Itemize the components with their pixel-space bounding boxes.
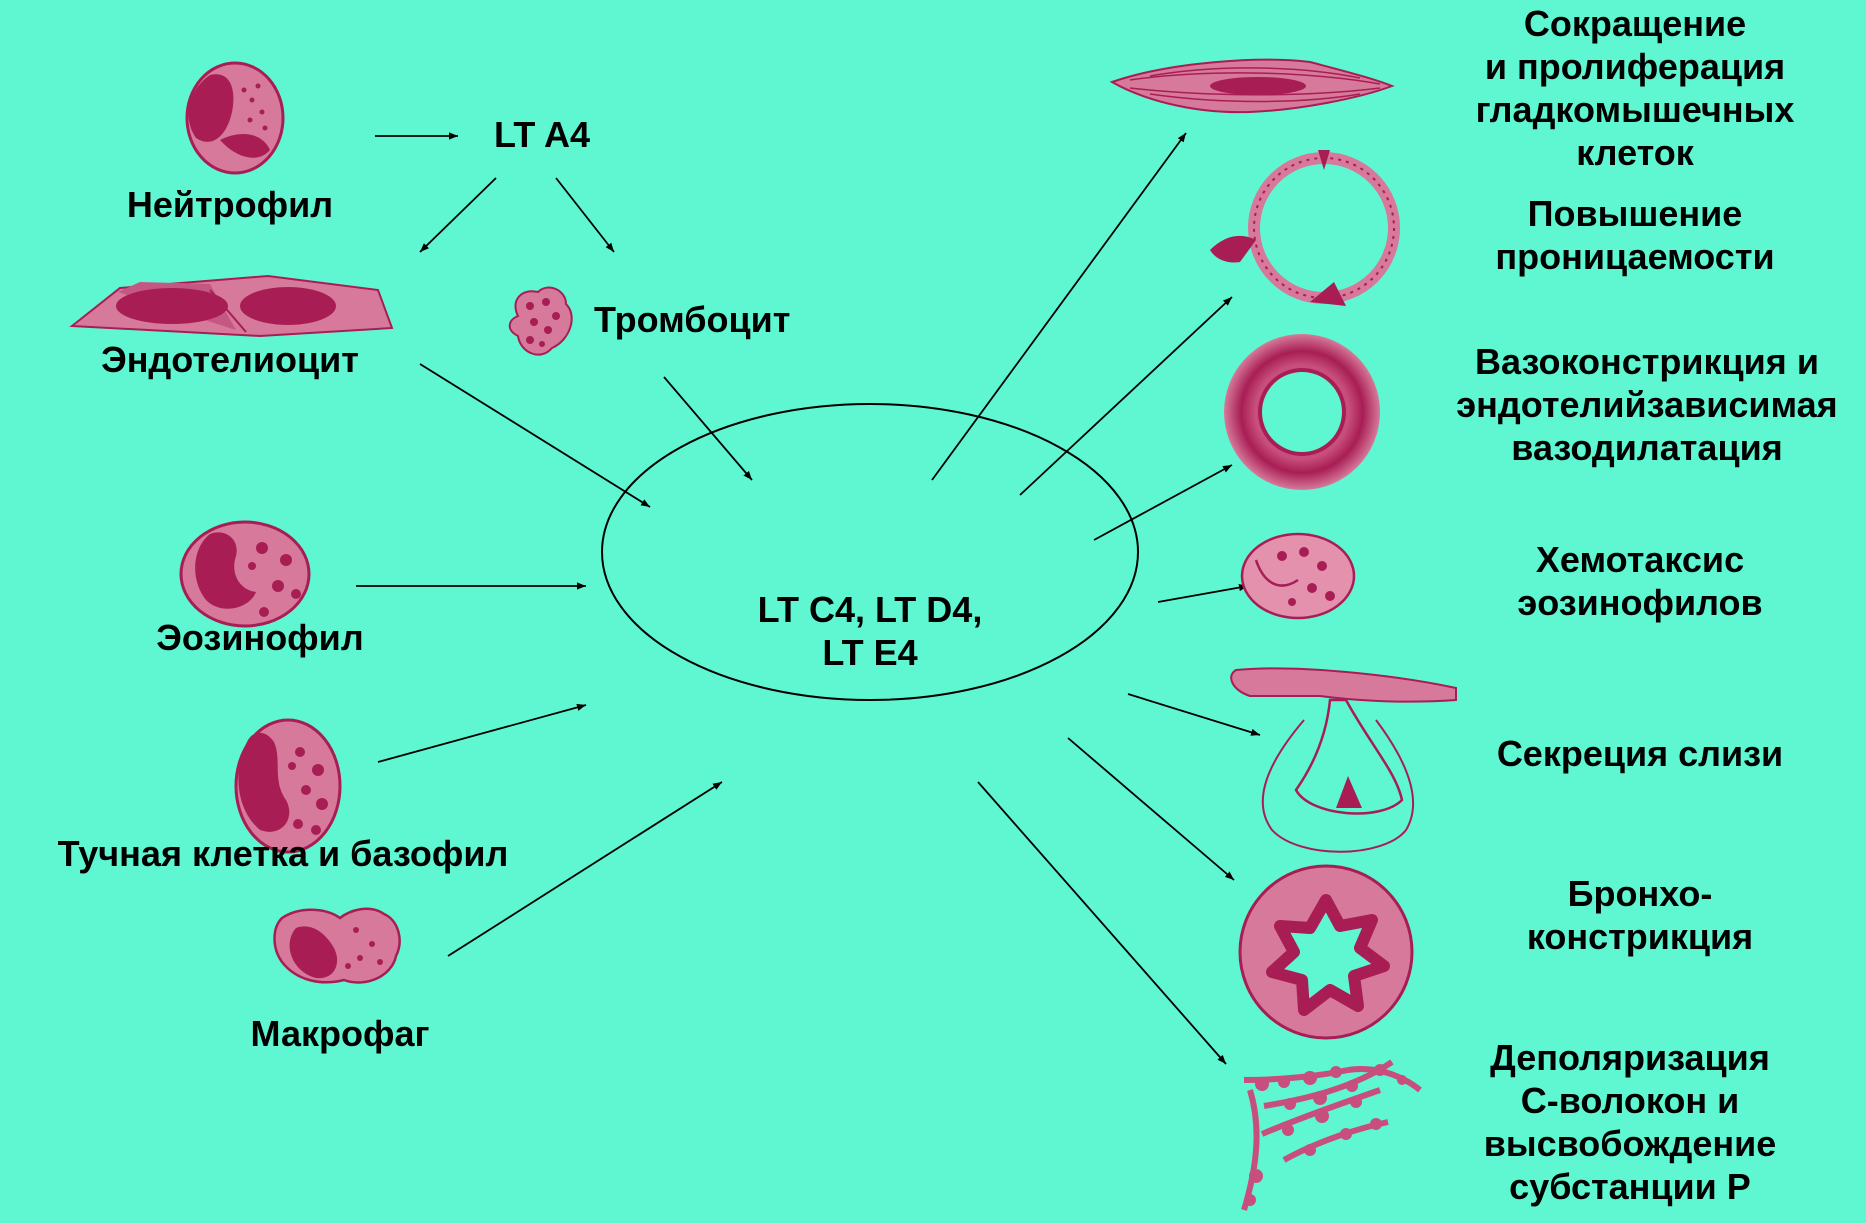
effect-broncho: Бронхо- констрикция [1490, 872, 1790, 958]
effect-line: Повышение [1450, 192, 1820, 235]
effect-depolarization: Деполяризация С-волокон и высвобождение … [1450, 1036, 1810, 1208]
eosinophil-icon [181, 522, 309, 626]
arrow-center-bronchus [1068, 738, 1234, 880]
bronchus-icon [1240, 866, 1412, 1038]
arrow-endothelium-center [420, 364, 650, 507]
effect-line: гладкомышечных [1450, 88, 1820, 131]
effect-line: Вазоконстрикция и [1432, 340, 1862, 383]
effect-vasoconstriction: Вазоконстрикция и эндотелийзависимая ваз… [1432, 340, 1862, 469]
neutrophil-icon [187, 63, 283, 173]
effect-line: Сокращение [1450, 2, 1820, 45]
arrow-platelet-center [664, 377, 752, 480]
arrow-lta4-platelet [556, 178, 614, 252]
eosinophil-label: Эозинофил [120, 616, 400, 659]
effect-line: Деполяризация [1450, 1036, 1810, 1079]
effect-line: эндотелийзависимая [1432, 383, 1862, 426]
endotheliocyte-label: Эндотелиоцит [70, 338, 390, 381]
arrow-lta4-endothelium [420, 178, 496, 252]
arrow-center-nerve [978, 782, 1226, 1064]
mast-cell-label: Тучная клетка и базофил [8, 832, 558, 875]
center-line-2: LT E4 [690, 631, 1050, 674]
neutrophil-label: Нейтрофил [80, 183, 380, 226]
effect-line: и пролиферация [1450, 45, 1820, 88]
effect-chemotaxis: Хемотаксис эозинофилов [1470, 538, 1810, 624]
macrophage-icon [275, 909, 400, 983]
vessel-ring-icon [1224, 334, 1380, 490]
center-line-1: LT C4, LT D4, [690, 588, 1050, 631]
effect-line: констрикция [1490, 915, 1790, 958]
effect-line: клеток [1450, 131, 1820, 174]
eosinophil-chemotaxis-icon [1242, 534, 1354, 618]
effect-line: субстанции Р [1450, 1165, 1810, 1208]
smooth-muscle-cell-icon [1112, 60, 1392, 112]
effect-line: Хемотаксис [1470, 538, 1810, 581]
effect-line: эозинофилов [1470, 581, 1810, 624]
platelet-icon [510, 288, 572, 355]
effect-line: Секреция слизи [1470, 732, 1810, 775]
arrow-center-vessel [1094, 465, 1232, 540]
intermediate-label: LT A4 [472, 113, 612, 156]
effect-smooth-muscle: Сокращение и пролиферация гладкомышечных… [1450, 2, 1820, 174]
effect-line: Бронхо- [1490, 872, 1790, 915]
arrow-center-chemotaxis [1158, 586, 1248, 602]
center-label: LT C4, LT D4, LT E4 [690, 588, 1050, 674]
arrow-center-permeability [1020, 297, 1232, 495]
effect-line: С-волокон и [1450, 1079, 1810, 1122]
macrophage-label: Макрофаг [210, 1012, 470, 1055]
effect-line: высвобождение [1450, 1122, 1810, 1165]
effect-line: проницаемости [1450, 235, 1820, 278]
effect-line: вазодилатация [1432, 426, 1862, 469]
goblet-cell-icon [1231, 668, 1456, 851]
effect-mucus: Секреция слизи [1470, 732, 1810, 775]
arrow-center-mucus [1128, 694, 1260, 735]
endothelial-cell-icon [72, 276, 392, 336]
effect-permeability: Повышение проницаемости [1450, 192, 1820, 278]
arrow-center-smooth-muscle [932, 133, 1186, 480]
vessel-permeability-icon [1210, 150, 1394, 306]
arrow-mastcell-center [378, 705, 586, 762]
platelet-label: Тромбоцит [594, 298, 844, 341]
nerve-fiber-icon [1244, 1062, 1420, 1210]
